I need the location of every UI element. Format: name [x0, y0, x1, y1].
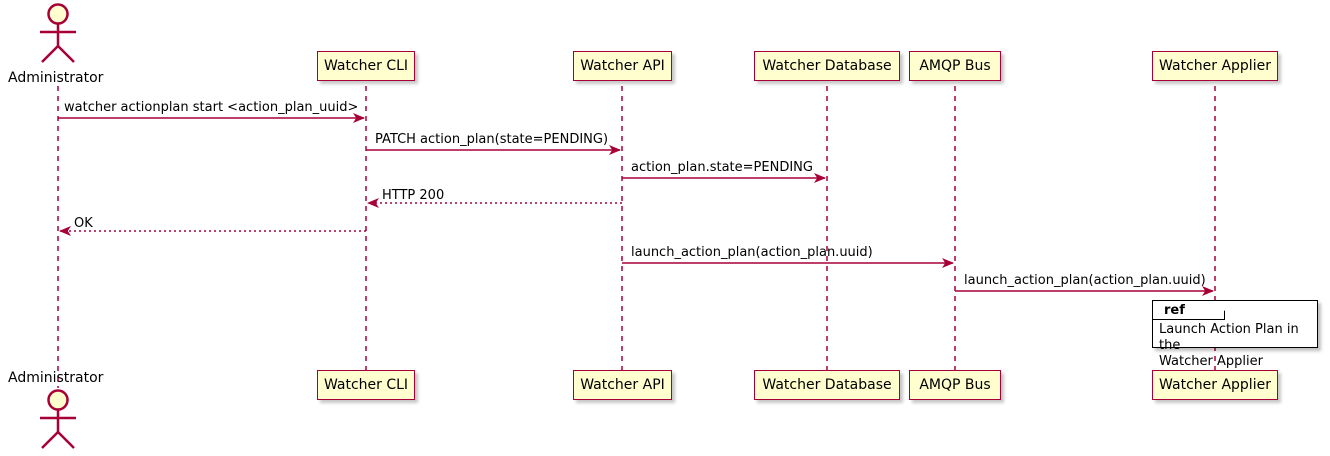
- actor-label-administrator-top: Administrator: [8, 70, 104, 86]
- message-arrows: [58, 113, 1214, 296]
- participant-box-watcher-cli-bottom[interactable]: Watcher CLI: [317, 370, 415, 400]
- ref-fragment-text-line-2: Watcher Applier: [1159, 354, 1263, 369]
- participant-box-watcher-applier-bottom[interactable]: Watcher Applier: [1152, 370, 1278, 400]
- ref-fragment-operator: ref: [1164, 303, 1185, 318]
- participant-label: Watcher CLI: [323, 58, 409, 74]
- participant-label: Watcher Applier: [1159, 377, 1271, 393]
- participant-box-amqp-bus-bottom[interactable]: AMQP Bus: [909, 370, 1001, 400]
- message-label-4: OK: [74, 216, 93, 231]
- participant-box-watcher-api-top[interactable]: Watcher API: [573, 51, 672, 81]
- participant-box-watcher-database-bottom[interactable]: Watcher Database: [754, 370, 900, 400]
- ref-fragment-text-line-1: Launch Action Plan in the: [1159, 322, 1299, 353]
- participant-box-amqp-bus-top[interactable]: AMQP Bus: [909, 51, 1001, 81]
- participant-box-watcher-database-top[interactable]: Watcher Database: [754, 51, 900, 81]
- message-label-5: launch_action_plan(action_plan.uuid): [631, 245, 873, 260]
- message-label-2: action_plan.state=PENDING: [631, 160, 813, 175]
- participant-box-watcher-api-bottom[interactable]: Watcher API: [573, 370, 672, 400]
- participant-label: Watcher Database: [762, 58, 892, 74]
- participant-box-watcher-cli-top[interactable]: Watcher CLI: [317, 51, 415, 81]
- participant-label: Watcher Database: [762, 377, 892, 393]
- message-label-0: watcher actionplan start <action_plan_uu…: [64, 100, 359, 115]
- message-label-6: launch_action_plan(action_plan.uuid): [964, 273, 1206, 288]
- participant-label: AMQP Bus: [919, 58, 991, 74]
- participant-label: Watcher Applier: [1159, 58, 1271, 74]
- actor-figure-administrator-bottom: [40, 389, 76, 449]
- actor-label-administrator-bottom: Administrator: [8, 370, 104, 386]
- lifelines: [57, 86, 1216, 388]
- participant-label: Watcher API: [580, 58, 665, 74]
- participant-label: Watcher API: [580, 377, 665, 393]
- message-label-3: HTTP 200: [382, 188, 445, 203]
- participant-box-watcher-applier-top[interactable]: Watcher Applier: [1152, 51, 1278, 81]
- ref-fragment[interactable]: ref Launch Action Plan in the Watcher Ap…: [1152, 300, 1318, 369]
- participant-label: AMQP Bus: [919, 377, 991, 393]
- ref-fragment-text: Launch Action Plan in the Watcher Applie…: [1159, 322, 1319, 370]
- actor-figure-administrator-top: [40, 3, 76, 63]
- message-label-1: PATCH action_plan(state=PENDING): [375, 132, 609, 147]
- participant-label: Watcher CLI: [323, 377, 409, 393]
